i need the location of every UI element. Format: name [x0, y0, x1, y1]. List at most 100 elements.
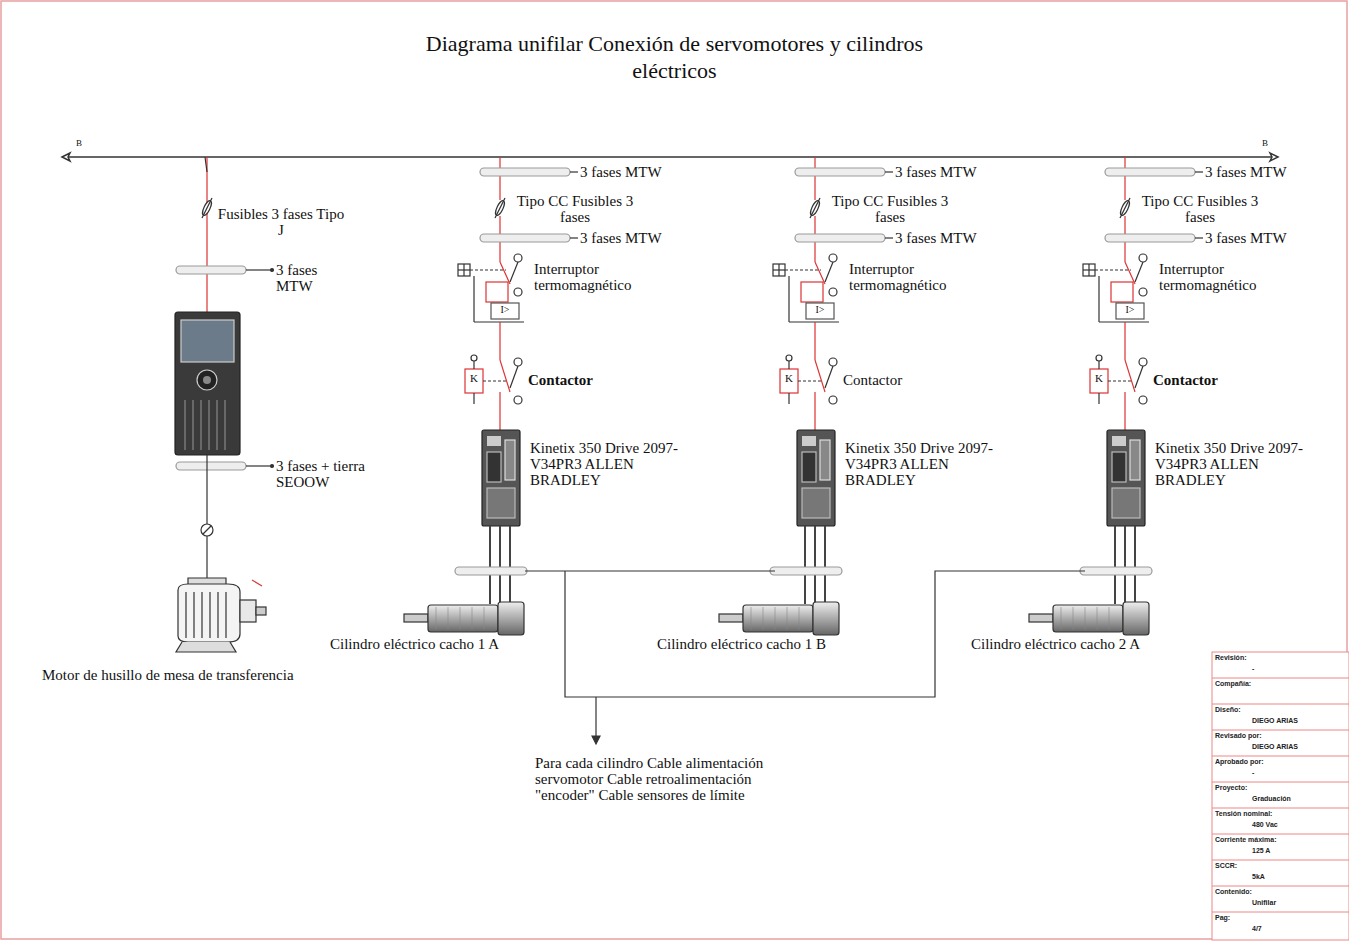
stroke — [487, 436, 501, 446]
stroke — [824, 526, 826, 604]
stroke — [1061, 607, 1062, 630]
bus-bar — [62, 153, 1278, 161]
wire-label: Tipo CC Fusibles 3 fases — [825, 193, 955, 225]
wire-label: Cilindro eléctrico cacho 1 A — [330, 636, 499, 652]
stroke — [813, 602, 839, 635]
stroke — [885, 237, 893, 238]
thermal-box — [486, 282, 508, 302]
stroke — [1114, 526, 1116, 604]
stroke — [473, 361, 474, 369]
title-block-cell: Tensión nominal: — [1215, 810, 1272, 818]
stroke — [829, 396, 837, 404]
stroke — [1080, 567, 1152, 575]
stroke — [815, 262, 825, 284]
motor-symbol — [176, 578, 266, 652]
electric-cylinder — [743, 605, 813, 632]
stroke — [570, 171, 578, 172]
title-block-cell: Aprobado por: — [1215, 758, 1264, 766]
stroke — [795, 234, 885, 242]
stroke — [820, 440, 830, 480]
title-block-cell: Compañía: — [1215, 680, 1251, 688]
servo-branch — [1029, 157, 1203, 635]
cylinder-rod — [1029, 614, 1053, 622]
wire-label: Contactor — [1153, 372, 1218, 388]
wire-label: Cilindro eléctrico cacho 2 A — [971, 636, 1140, 652]
title-block-cell: SCCR: — [1215, 862, 1237, 870]
stroke — [1098, 361, 1099, 369]
wire-label: Interruptor termomagnético — [1159, 261, 1294, 293]
stroke — [436, 607, 437, 630]
stroke — [473, 393, 474, 404]
servo-drive — [1107, 430, 1145, 526]
stroke — [471, 355, 477, 361]
cylinder-rod — [719, 614, 743, 622]
stroke — [510, 262, 518, 282]
table-rule — [1212, 730, 1349, 731]
stroke — [1108, 380, 1131, 381]
stroke — [514, 254, 522, 262]
magnetic-box — [491, 303, 519, 319]
stroke — [1139, 358, 1147, 366]
wire-label: Contactor — [843, 372, 902, 388]
stroke — [514, 358, 522, 366]
table-rule — [1212, 782, 1349, 783]
stroke — [1105, 234, 1195, 242]
breaker-handle — [773, 264, 785, 276]
stroke — [786, 355, 792, 361]
stroke — [499, 392, 500, 430]
stroke — [1125, 360, 1135, 392]
stroke — [499, 526, 501, 604]
stroke — [1097, 607, 1098, 630]
table-rule — [1212, 886, 1349, 887]
stroke — [802, 452, 816, 482]
title-block-cell: Revisado por: — [1215, 732, 1262, 740]
stroke — [460, 607, 461, 630]
stroke — [1112, 488, 1140, 518]
magnetic-box — [1116, 303, 1144, 319]
table-rule — [1212, 860, 1349, 861]
stroke — [1139, 396, 1147, 404]
title-block-cell: Graduación — [1252, 795, 1291, 803]
stroke — [487, 488, 515, 518]
breaker-handle — [458, 264, 470, 276]
title-block-cell: Contenido: — [1215, 888, 1252, 896]
stroke — [1139, 288, 1147, 296]
title-block-cell: 480 Vac — [1252, 821, 1278, 829]
wire-label: Kinetix 350 Drive 2097-V34PR3 ALLEN BRAD… — [530, 440, 695, 488]
stroke — [814, 322, 815, 360]
stroke — [1125, 262, 1135, 284]
stroke — [1124, 322, 1125, 360]
table-rule — [1212, 678, 1349, 679]
table-rule — [1212, 704, 1349, 705]
stroke — [1124, 392, 1125, 430]
wire-label: I> — [1119, 304, 1141, 315]
title-block-cell: Pag: — [1215, 914, 1230, 922]
stroke — [458, 269, 470, 270]
stroke — [480, 234, 570, 242]
stroke — [1073, 607, 1074, 630]
stroke — [1083, 269, 1095, 270]
thermal-box — [1111, 282, 1133, 302]
stroke — [1139, 254, 1147, 262]
servo-branch — [719, 157, 893, 635]
title-block-cell: Unifilar — [1252, 899, 1276, 907]
wire-label: 3 fases + tierra SEOOW — [276, 458, 401, 490]
wire-label: Interruptor termomagnético — [534, 261, 669, 293]
stroke — [500, 262, 510, 284]
title-block-cell: DIEGO ARIAS — [1252, 717, 1298, 725]
vfd-branch — [175, 157, 274, 652]
cylinder-rod — [404, 614, 428, 622]
stroke — [499, 157, 500, 200]
stroke — [1135, 262, 1143, 282]
stroke — [814, 157, 815, 200]
stroke — [787, 607, 788, 630]
title-block-cell: Proyecto: — [1215, 784, 1247, 792]
stroke — [505, 440, 515, 480]
stroke — [804, 526, 806, 604]
stroke — [825, 262, 833, 282]
title-block-cell: - — [1252, 665, 1254, 673]
contactor-coil — [1090, 369, 1108, 393]
stroke — [829, 358, 837, 366]
stroke — [480, 168, 570, 176]
